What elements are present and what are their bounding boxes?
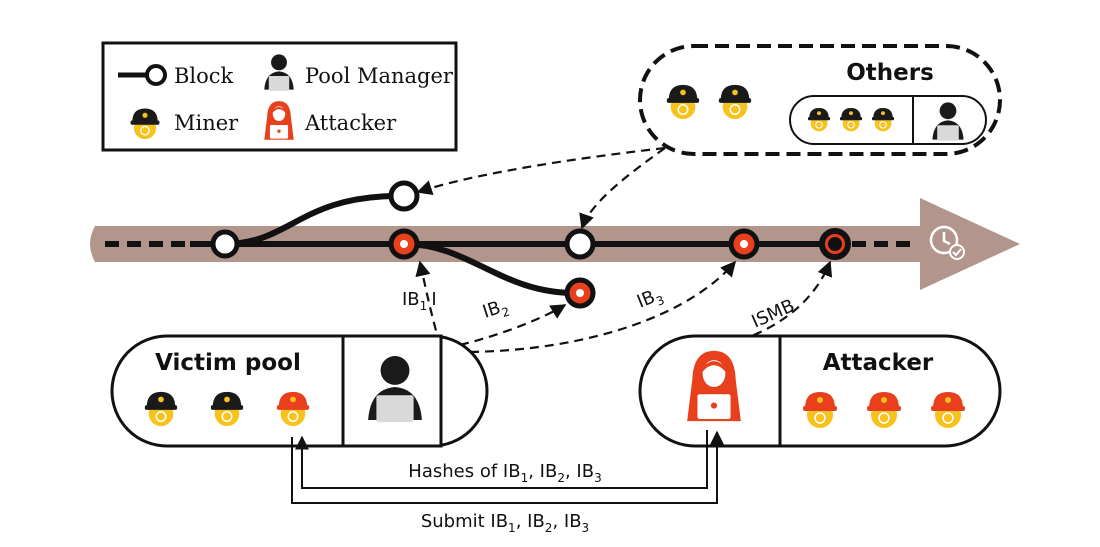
block-orphan-upper — [388, 180, 420, 212]
legend-miner-label: Miner — [174, 111, 239, 135]
attacker-title: Attacker — [823, 350, 934, 376]
arrow-submit — [291, 430, 724, 504]
clock-check-icon — [929, 225, 965, 260]
arrow-hashes — [295, 430, 708, 489]
block-icon — [118, 64, 167, 86]
block-1 — [210, 229, 240, 259]
hash-submit-lines — [291, 430, 724, 504]
label-hashes: Hashes of IB1, IB2, IB3 — [408, 461, 601, 485]
arrow-others-to-upper — [416, 146, 666, 196]
block-others — [564, 228, 596, 260]
legend-block-label: Block — [174, 64, 234, 88]
label-submit: Submit IB1, IB2, IB3 — [421, 511, 589, 535]
timeline — [90, 180, 1020, 309]
fork-upper — [224, 193, 399, 247]
label-ismb: ISMB — [748, 295, 797, 332]
arrow-ib3 — [469, 260, 736, 354]
attacker-group: Attacker — [638, 334, 1002, 448]
legend: Block Pool Manager Miner Attacker — [101, 41, 458, 152]
fork-lower — [403, 241, 576, 296]
label-ib3: IB3 — [634, 284, 666, 316]
legend-attacker-label: Attacker — [304, 111, 397, 135]
victim-pool-title: Victim pool — [155, 350, 301, 376]
arrow-others-to-block — [579, 147, 666, 230]
legend-pool-manager-label: Pool Manager — [305, 64, 454, 88]
arrow-ib1 — [415, 260, 442, 346]
label-ib2: IB2 — [480, 295, 511, 326]
victim-pool-group: Victim pool — [110, 334, 489, 448]
others-group: Others — [638, 44, 1002, 156]
others-title: Others — [846, 60, 934, 86]
arrow-ib2 — [459, 304, 567, 347]
